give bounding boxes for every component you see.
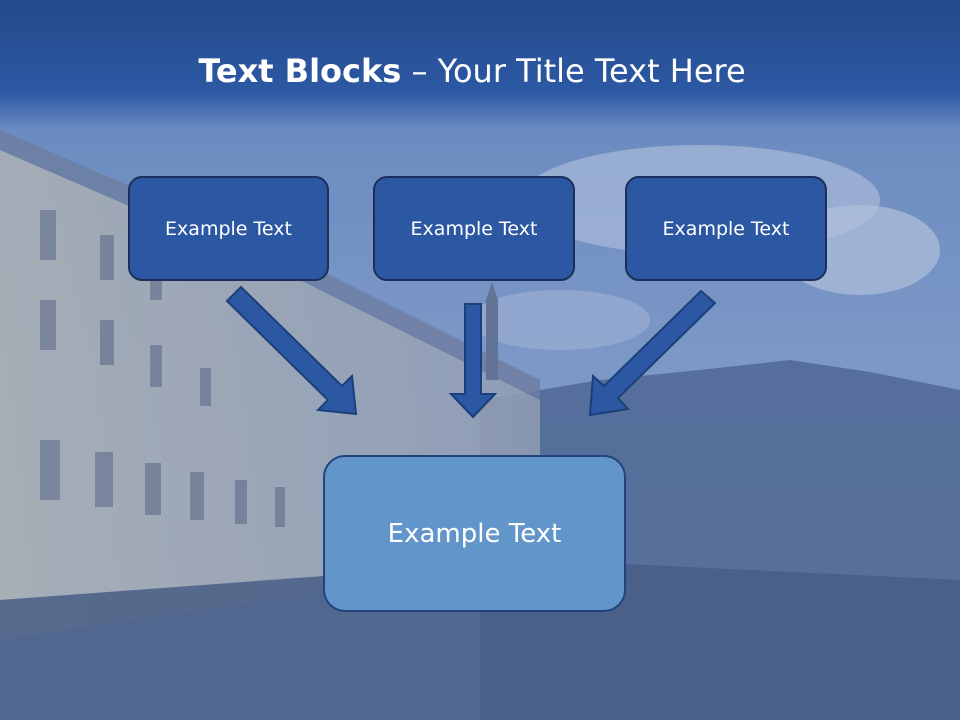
title-bar bbox=[0, 0, 960, 130]
text-block-top-left-label: Example Text bbox=[165, 217, 292, 240]
arrow-right bbox=[588, 289, 717, 417]
title-bold-part: Text Blocks bbox=[198, 52, 402, 90]
arrow-center bbox=[448, 303, 498, 419]
text-block-main: Example Text bbox=[323, 455, 626, 612]
text-block-top-right: Example Text bbox=[625, 176, 827, 281]
text-block-top-right-label: Example Text bbox=[662, 217, 790, 240]
text-block-main-label: Example Text bbox=[387, 518, 562, 549]
title-rest-part: – Your Title Text Here bbox=[401, 52, 746, 90]
text-block-top-center-label: Example Text bbox=[410, 217, 538, 240]
text-block-top-left: Example Text bbox=[128, 176, 329, 281]
slide-title: Text Blocks – Your Title Text Here bbox=[0, 52, 944, 90]
arrow-left bbox=[225, 285, 358, 416]
text-block-top-center: Example Text bbox=[373, 176, 575, 281]
